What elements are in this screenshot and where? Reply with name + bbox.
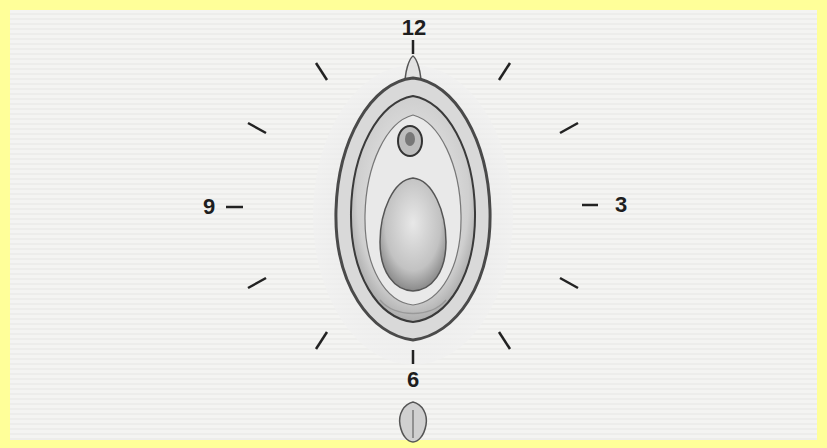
skin-shading [313, 65, 513, 365]
vestibule-outline [365, 115, 461, 305]
tick-mark [316, 332, 327, 349]
tick-mark [560, 278, 578, 288]
clock-number: 12 [402, 17, 426, 39]
clitoris-detail [405, 132, 415, 146]
tick-mark [412, 40, 415, 54]
tick-mark [316, 63, 327, 80]
tick-mark [248, 123, 266, 133]
tick-mark [248, 278, 266, 288]
fourchette-line [380, 300, 446, 314]
clock-ticks [226, 40, 598, 364]
anus-detail [412, 410, 413, 438]
tick-mark [560, 123, 578, 133]
clock-number: 6 [407, 369, 419, 391]
vaginal-opening [380, 178, 446, 291]
labia-minora-outline [351, 96, 475, 322]
clock-number: 3 [615, 194, 627, 216]
paper-ground [10, 10, 817, 440]
clock-number: 9 [203, 196, 215, 218]
anus-shape [400, 402, 427, 442]
tick-mark [226, 206, 243, 209]
tick-mark [582, 204, 598, 207]
tick-mark [499, 63, 510, 80]
clitoris-shape [398, 126, 422, 156]
tick-mark [499, 332, 510, 349]
tick-mark [412, 350, 415, 364]
labia-majora-outline [336, 78, 490, 340]
